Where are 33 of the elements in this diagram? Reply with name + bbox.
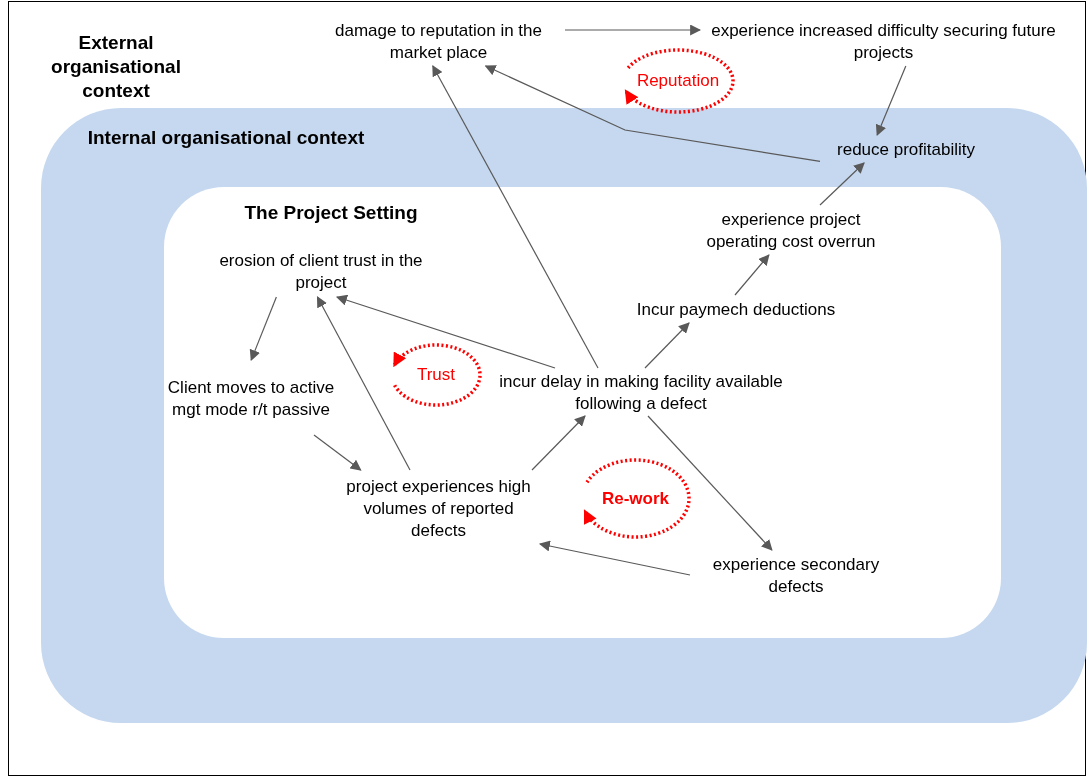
arrow: [249, 296, 277, 361]
arrow: [644, 322, 690, 369]
context-panel: [164, 187, 1001, 638]
context-heading: The Project Setting: [243, 201, 419, 225]
arrow: [734, 254, 770, 296]
context-heading: External organisational context: [50, 31, 182, 103]
loop-label: Reputation: [636, 70, 720, 92]
arrow: [432, 65, 599, 369]
arrow: [313, 434, 362, 471]
context-frame: [8, 1, 1086, 776]
arrow: [316, 296, 411, 471]
arrow: [531, 415, 586, 471]
arrow: [647, 415, 773, 551]
cause-effect-text: erosion of client trust in the project: [218, 250, 424, 294]
cause-effect-text: experience secondary defects: [711, 554, 881, 598]
arrow: [875, 65, 907, 136]
cause-effect-text: damage to reputation in the market place: [334, 20, 543, 64]
context-heading: Internal organisational context: [86, 126, 366, 150]
context-panel: [41, 108, 1087, 723]
cause-effect-text: experience increased difficulty securing future projects: [710, 20, 1057, 64]
arrow: [538, 540, 691, 576]
arrow: [819, 162, 865, 206]
cause-effect-text: Client moves to active mgt mode r/t passive: [166, 376, 336, 421]
cause-effect-text: Incur paymech deductions: [636, 299, 836, 321]
cause-effect-text: project experiences high volumes of reported defects: [345, 475, 532, 542]
arrow: [564, 24, 702, 36]
arrow: [335, 294, 556, 369]
cause-effect-text: reduce profitability: [837, 139, 975, 161]
loop-label: Trust: [416, 364, 456, 386]
cause-effect-text: experience project operating cost overrun: [705, 209, 877, 253]
cause-effect-text: incur delay in making facility available following a defect: [498, 371, 784, 415]
loop-label: Re-work: [601, 487, 670, 510]
arrow: [484, 65, 821, 162]
